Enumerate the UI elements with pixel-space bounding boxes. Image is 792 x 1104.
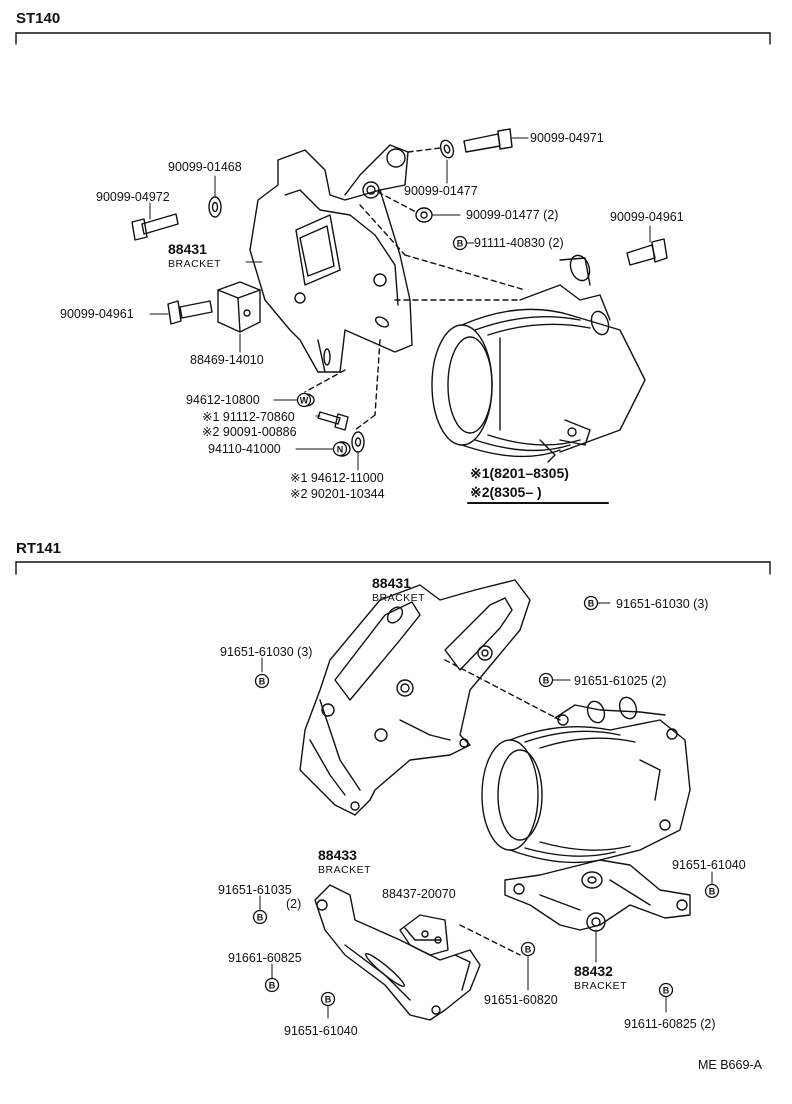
sym-b-61040-right — [704, 883, 720, 899]
part-label-90099-01477: 90099-01477 — [404, 184, 478, 198]
st140-frame — [15, 32, 771, 45]
sym-letter: N — [337, 445, 344, 455]
sym-letter: B — [588, 599, 595, 609]
part-label-90099-01468: 90099-01468 — [168, 160, 242, 174]
sym-letter: B — [543, 676, 550, 686]
st140-compressor — [431, 254, 646, 463]
rt141-compressor — [481, 696, 691, 864]
part-label-91651-60820: 91651-60820 — [484, 993, 558, 1007]
sym-b-91111 — [452, 235, 468, 251]
sym-b-61040-left — [320, 991, 336, 1007]
part-label-91111-40830: 91111-40830 (2) — [474, 236, 564, 250]
part-label-88469-14010: 88469-14010 — [190, 353, 264, 367]
sym-letter: B — [325, 995, 332, 1005]
part-label-90099-04961-left: 90099-04961 — [60, 307, 134, 321]
part-sublabel-bracket: BRACKET — [372, 592, 426, 604]
rt141-dashed-leaders — [444, 659, 561, 956]
part-label-91112-70860: ※1 91112-70860 — [202, 410, 295, 424]
sym-letter: B — [457, 239, 464, 249]
part-label-88431-rt141: 88431 — [372, 575, 411, 591]
sym-b-61035 — [252, 909, 268, 925]
st140-dashed-leaders — [304, 147, 526, 431]
part-label-91651-61040-left: 91651-61040 — [284, 1024, 358, 1038]
part-label-91611-60825: 91611-60825 (2) — [624, 1017, 716, 1031]
part-label-94612-11000: ※1 94612-11000 — [290, 471, 384, 485]
part-label-94612-10800: 94612-10800 — [186, 393, 260, 407]
rt141-frame — [15, 561, 771, 575]
bolt-90099-04961-left — [167, 300, 213, 325]
circled-symbols — [252, 235, 720, 1007]
part-label-90099-04961-right: 90099-04961 — [610, 210, 684, 224]
part-sublabel-bracket: BRACKET — [574, 980, 628, 992]
figure-code: ME B669-A — [698, 1058, 762, 1072]
callout-leaders — [149, 137, 713, 1019]
part-label-88432: 88432 — [574, 963, 613, 979]
part-label-91651-61030-left: 91651-61030 (3) — [220, 645, 313, 659]
bolt-91112-70860 — [317, 411, 349, 431]
part-label-91651-61035: 91651-61035 — [218, 883, 292, 897]
part-label-88433: 88433 — [318, 847, 357, 863]
part-label-94110-41000: 94110-41000 — [208, 442, 281, 456]
sym-b-60820 — [520, 941, 536, 957]
part-label-88437-20070: 88437-20070 — [382, 887, 456, 901]
section-title-rt141: RT141 — [16, 540, 62, 557]
nut-90099-01477-2 — [415, 207, 433, 223]
sym-b-60825-right — [658, 982, 674, 998]
sym-b-61025 — [538, 672, 554, 688]
sym-letter: B — [269, 981, 276, 991]
note-serial-range-1: ※1(8201–8305) — [470, 465, 569, 481]
sym-b-61030-left — [254, 673, 270, 689]
part-label-91651-61025: 91651-61025 (2) — [574, 674, 667, 688]
block-88469-14010 — [217, 281, 261, 333]
circled-symbol-letters: B W N B B B B B B B B B — [257, 239, 716, 1005]
sym-letter: B — [525, 945, 532, 955]
sym-b-60825-left — [264, 977, 280, 993]
sym-letter: B — [259, 677, 266, 687]
sym-letter: W — [300, 396, 309, 406]
sym-letter: B — [663, 986, 670, 996]
bolt-90099-04961-right — [626, 238, 668, 266]
bolt-90099-04971 — [439, 128, 513, 159]
part-label-91651-61035-qty: (2) — [286, 897, 302, 911]
washer-94612-11000 — [351, 431, 365, 453]
sym-n-94110 — [332, 441, 348, 457]
st140-bracket-88431 — [249, 144, 413, 373]
part-label-88431: 88431 — [168, 241, 207, 257]
part-sublabel-bracket: BRACKET — [168, 258, 222, 270]
section-title-st140: ST140 — [16, 10, 61, 27]
part-label-90099-04971: 90099-04971 — [530, 131, 604, 145]
rt141-bracket-88432 — [504, 859, 691, 932]
sym-letter: B — [709, 887, 716, 897]
rt141-bracket-88431 — [299, 579, 531, 816]
part-label-90091-00886: ※2 90091-00886 — [202, 425, 297, 439]
rt141-bracket-88437 — [399, 914, 449, 956]
sym-w-94612 — [296, 392, 312, 408]
sym-letter: B — [257, 913, 264, 923]
part-label-91651-61040-right: 91651-61040 — [672, 858, 746, 872]
part-sublabel-bracket: BRACKET — [318, 864, 372, 876]
note-serial-range-2: ※2(8305– ) — [470, 484, 542, 500]
bolt-90099-04972 — [131, 213, 179, 241]
part-label-90201-10344: ※2 90201-10344 — [290, 487, 385, 501]
washer-90099-01468 — [208, 196, 222, 218]
rt141-bracket-88433 — [314, 884, 481, 1021]
part-label-91651-61030-right: 91651-61030 (3) — [616, 597, 709, 611]
part-label-90099-01477-2: 90099-01477 (2) — [466, 208, 559, 222]
part-label-90099-04972: 90099-04972 — [96, 190, 170, 204]
part-label-91661-60825: 91661-60825 — [228, 951, 302, 965]
sym-b-61030-right — [583, 595, 599, 611]
